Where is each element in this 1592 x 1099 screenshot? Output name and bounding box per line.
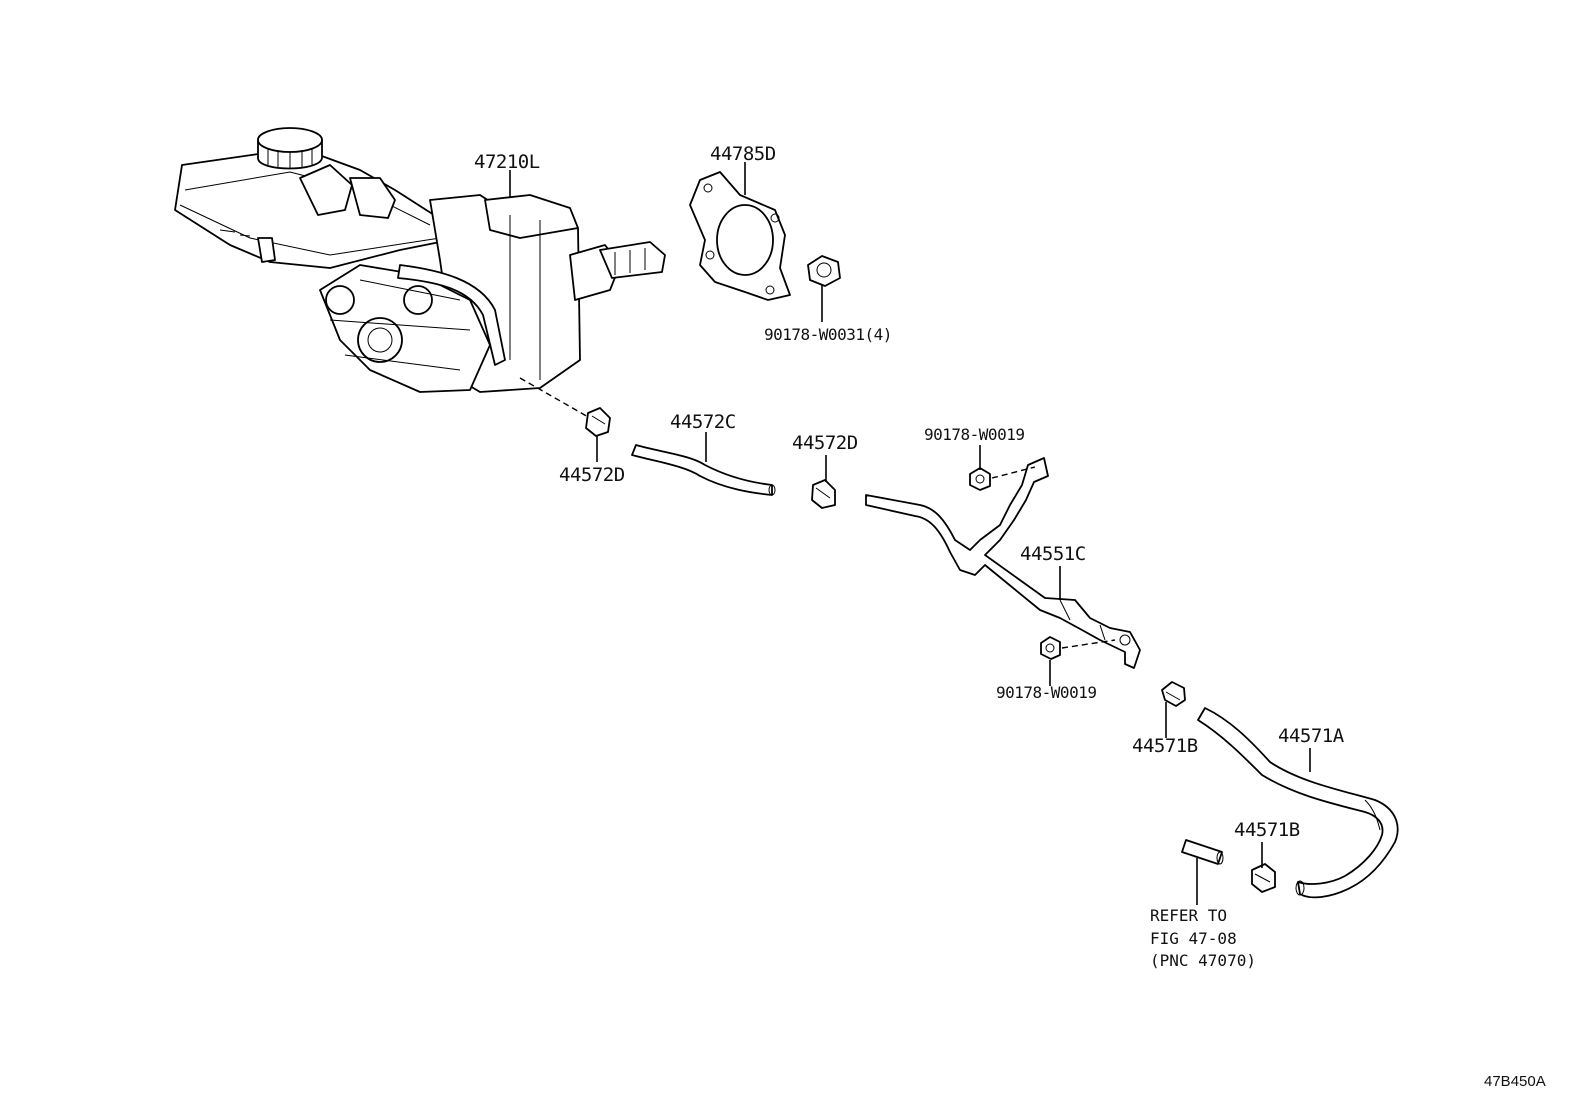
nut-90178-W0019-bottom <box>1040 636 1116 660</box>
reference-line-3: (PNC 47070) <box>1150 951 1256 970</box>
reference-line-2: FIG 47-08 <box>1150 929 1237 948</box>
figure-id: 47B450A <box>1484 1073 1546 1090</box>
pipe-44551C <box>865 457 1141 669</box>
label-47210L: 47210L <box>474 151 540 173</box>
label-44551C: 44551C <box>1020 543 1086 565</box>
label-90178-W0019-top: 90178-W0019 <box>924 425 1024 444</box>
reference-line-1: REFER TO <box>1150 906 1227 925</box>
hose-44572C <box>631 444 776 496</box>
label-90178-W0031: 90178-W0031(4) <box>764 325 892 344</box>
label-44572D-left: 44572D <box>559 464 625 486</box>
clip-44572D-mid <box>811 479 836 509</box>
label-44571B-top: 44571B <box>1132 735 1198 757</box>
gasket-44785D <box>689 171 791 301</box>
label-44785D: 44785D <box>710 143 776 165</box>
brake-master-cylinder-assembly <box>174 127 666 419</box>
grommet-44572D-left <box>585 407 611 437</box>
clip-44571B-bottom <box>1251 863 1276 893</box>
clip-44571B-top <box>1161 681 1186 707</box>
hose-44571A <box>1197 707 1399 899</box>
reference-pipe-stub <box>1181 839 1224 865</box>
nut-90178-W0031 <box>807 255 841 287</box>
label-44571A: 44571A <box>1278 725 1345 747</box>
label-44571B-bottom: 44571B <box>1234 819 1300 841</box>
label-44572D-mid: 44572D <box>792 432 858 454</box>
label-90178-W0019-bottom: 90178-W0019 <box>996 683 1096 702</box>
nut-90178-W0019-top <box>969 466 1036 491</box>
leader-lines <box>509 162 1311 905</box>
label-44572C: 44572C <box>670 411 736 433</box>
